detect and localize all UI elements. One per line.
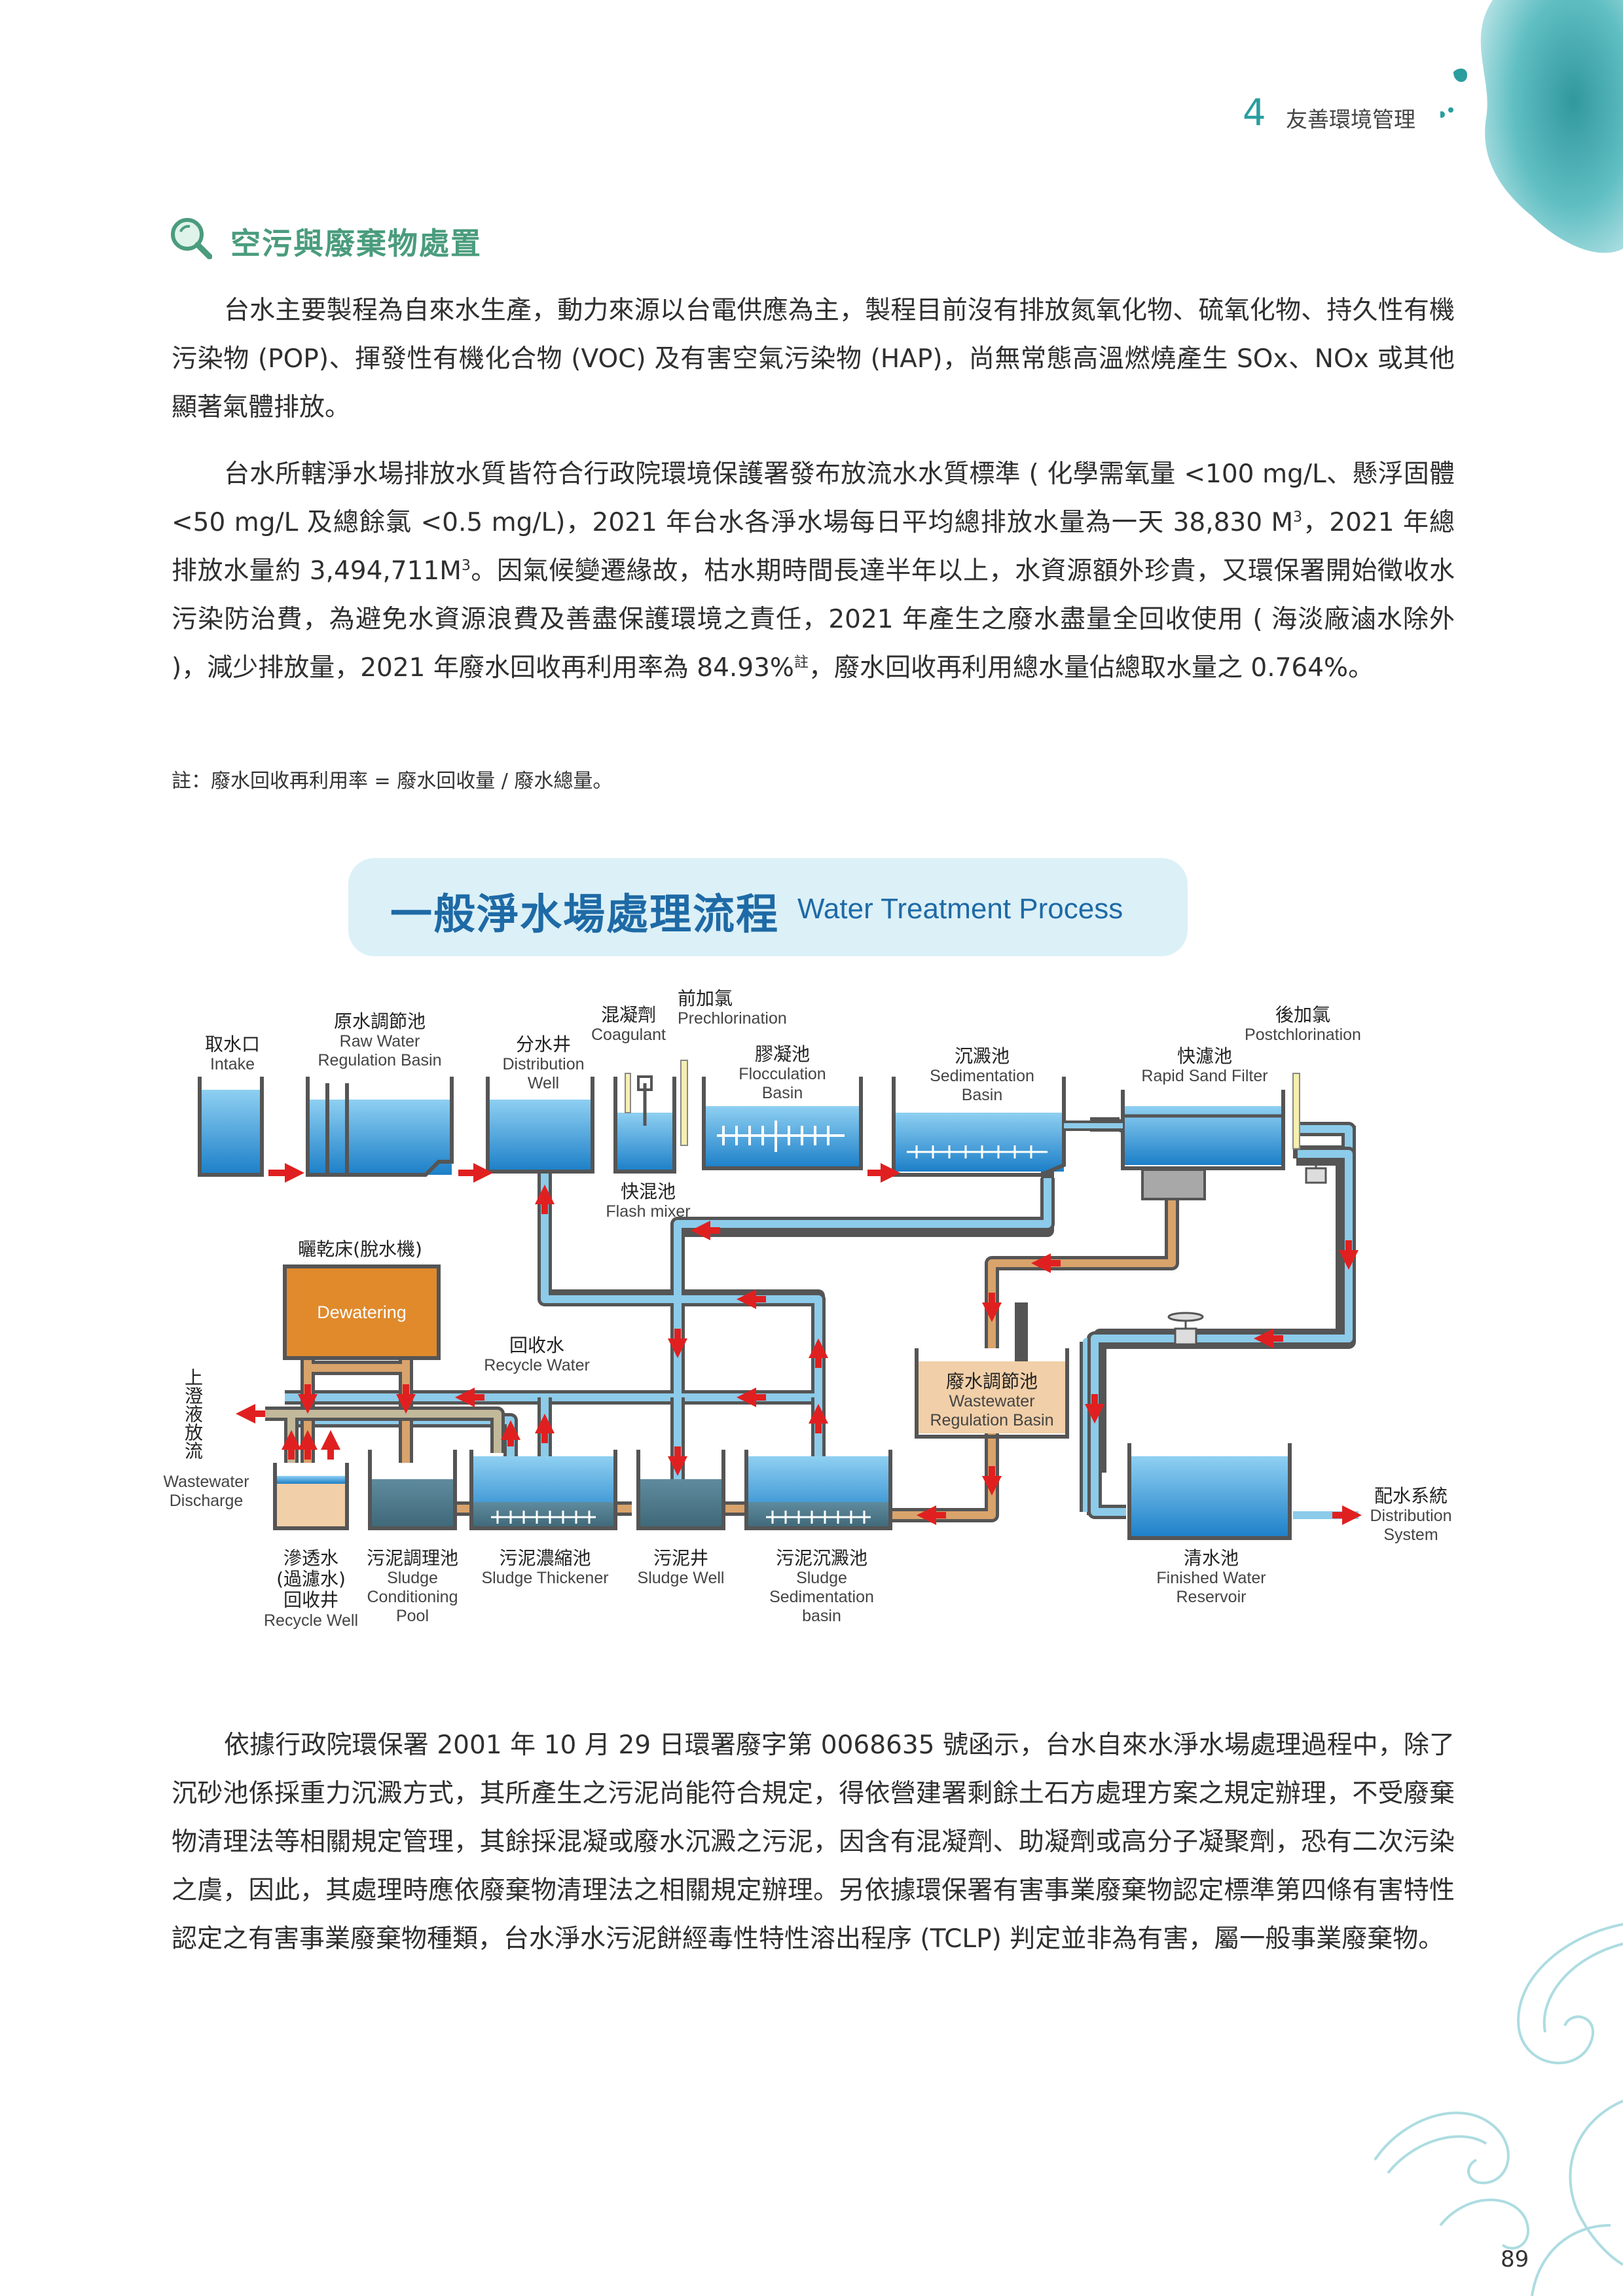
footnote: 註：廢水回收再利用率 = 廢水回收量 / 廢水總量。 [172, 770, 613, 793]
magnifier-icon [171, 218, 212, 259]
chapter-number: 4 [1243, 92, 1266, 134]
label-dewatering-en: Dewatering [317, 1302, 407, 1322]
flow-arrows [236, 1163, 1362, 1525]
intake-basin [198, 1077, 264, 1177]
dewatering-unit [283, 1265, 441, 1360]
watercolor-decoration-top [1440, 0, 1623, 253]
valve-icon [1167, 1160, 1327, 1346]
header-dot [1448, 107, 1453, 113]
footnote-marker: 註 [793, 655, 809, 671]
paragraph-2: 台水所轄淨水場排放水質皆符合行政院環境保護署發布放流水水質標準 ( 化學需氧量 … [172, 450, 1455, 692]
paragraph-3-text: 依據行政院環保署 2001 年 10 月 29 日環署廢字第 0068635 號… [172, 1731, 1455, 1954]
label-discharge-zh: 上澄液放流 [182, 1368, 204, 1460]
paragraph-1-text: 台水主要製程為自來水生產，動力來源以台電供應為主，製程目前沒有排放氮氧化物、硫氧… [172, 296, 1455, 422]
finished-water-reservoir [1127, 1443, 1292, 1540]
sludge-conditioning-pool [368, 1450, 457, 1530]
rapid-sand-filter [1121, 1073, 1300, 1200]
diagram-title-en: Water Treatment Process [797, 893, 1123, 925]
diagram-title-box [348, 858, 1188, 956]
label-dewatering-zh: 曬乾床(脫水機) [298, 1238, 422, 1260]
chapter-title: 友善環境管理 [1286, 107, 1415, 132]
flash-mixer [613, 1060, 688, 1174]
wave-decoration-bottom [1374, 1923, 1623, 2296]
distribution-well [486, 1077, 594, 1174]
recycle-well [273, 1463, 349, 1530]
sludge-well [636, 1450, 725, 1530]
paragraph-3: 依據行政院環保署 2001 年 10 月 29 日環署廢字第 0068635 號… [172, 1721, 1455, 1964]
paragraph-2-text-b: ，2021 年總排放水量約 3,494,711M [172, 508, 1455, 586]
raw-water-basin [306, 1077, 454, 1177]
paragraph-2-text-d: ，廢水回收再利用總水量佔總取水量之 0.764%。 [808, 653, 1374, 683]
paragraph-2-text-a: 台水所轄淨水場排放水質皆符合行政院環境保護署發布放流水水質標準 ( 化學需氧量 … [172, 459, 1455, 537]
sludge-sedimentation-basin [744, 1450, 892, 1530]
superscript-2: 3 [461, 558, 471, 574]
section-title: 空污與廢棄物處置 [230, 226, 482, 261]
flocculation-basin [702, 1077, 863, 1170]
page-number: 89 [1501, 2246, 1529, 2272]
diagram-title-zh: 一般淨水場處理流程 [390, 891, 779, 939]
sedimentation-basin [892, 1077, 1066, 1177]
paragraph-2-text-c: 。因氣候變遷緣故，枯水期時間長達半年以上，水資源額外珍貴，又環保署開始徵收水污染… [172, 556, 1455, 683]
sludge-thickener [469, 1450, 617, 1530]
superscript-1: 3 [1293, 509, 1303, 526]
paragraph-1: 台水主要製程為自來水生產，動力來源以台電供應為主，製程目前沒有排放氮氧化物、硫氧… [172, 287, 1455, 432]
wastewater-regulation-basin [915, 1348, 1069, 1439]
